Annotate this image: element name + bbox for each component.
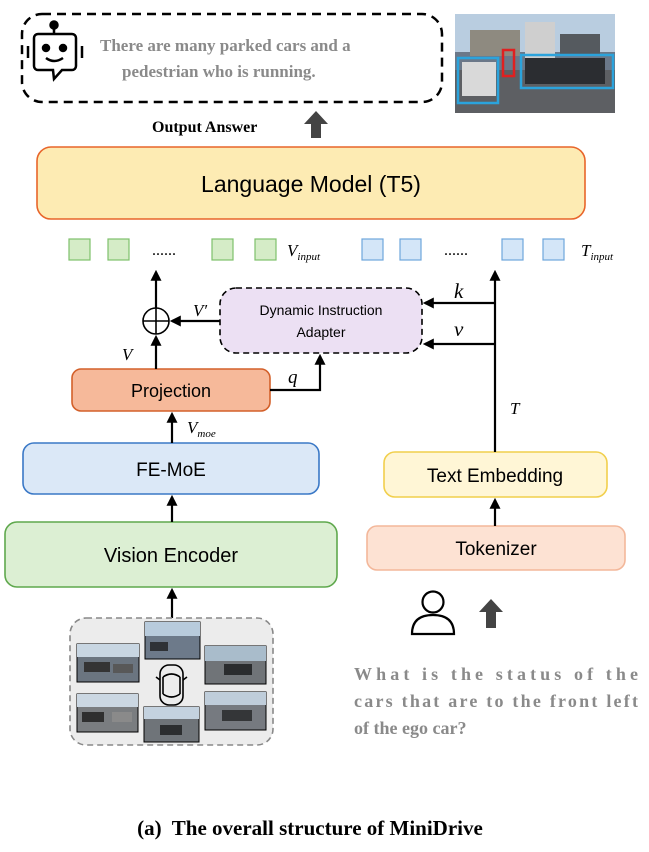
camera-view-front-right (204, 645, 267, 685)
robot-icon (26, 20, 84, 82)
v-prime-label: V′ (193, 301, 207, 320)
camera-view-front (144, 621, 201, 660)
v-moe-label: Vmoe (187, 418, 216, 440)
k-label: k (454, 279, 464, 303)
text-tokens (361, 238, 565, 261)
output-arrow-icon (304, 111, 328, 138)
camera-view-back (143, 706, 200, 743)
v-label: V (122, 345, 135, 364)
v-input-label: Vinput (287, 241, 321, 263)
t-input-label: Tinput (581, 241, 614, 263)
question-line2: cars that are to the front left (354, 691, 638, 711)
text-embedding-label: Text Embedding (427, 466, 563, 487)
car-box-right (519, 53, 615, 90)
answer-text-line2: pedestrian who is running. (122, 62, 316, 81)
t-label: T (510, 399, 521, 418)
vision-encoder-label: Vision Encoder (104, 545, 239, 567)
output-answer-label: Output Answer (152, 119, 257, 136)
visual-token-ellipsis: ...... (152, 242, 176, 259)
camera-view-back-left (76, 693, 139, 733)
v-small-label: v (454, 317, 464, 341)
arrow-projection-to-adapter (270, 353, 326, 392)
q-label: q (288, 367, 298, 388)
camera-view-front-left (76, 643, 140, 683)
question-arrow-icon (479, 599, 503, 628)
pedestrian-box (501, 48, 516, 78)
language-model-label: Language Model (T5) (201, 171, 421, 197)
add-operator-icon (142, 307, 170, 335)
dynamic-adapter-label-line2: Adapter (296, 324, 345, 340)
answer-bubble (20, 12, 444, 104)
language-model-block (36, 146, 586, 220)
text-token-ellipsis: ...... (444, 242, 468, 259)
visual-tokens (68, 238, 277, 261)
fe-moe-label: FE-MoE (136, 460, 206, 481)
projection-label: Projection (131, 381, 211, 401)
question-line3: of the ego car? (354, 718, 466, 738)
scene-snapshot (455, 14, 615, 113)
user-icon (410, 590, 456, 636)
dynamic-adapter-label-line1: Dynamic Instruction (260, 302, 383, 318)
ego-car-icon (155, 664, 188, 706)
answer-text-line1: There are many parked cars and a (100, 36, 351, 55)
question-line1: What is the status of the (354, 664, 638, 684)
tokenizer-label: Tokenizer (455, 539, 537, 560)
figure-caption: (a) The overall structure of MiniDrive (137, 816, 483, 840)
dynamic-adapter-block (219, 287, 423, 354)
car-box-left (456, 56, 500, 105)
camera-view-back-right (204, 691, 267, 731)
